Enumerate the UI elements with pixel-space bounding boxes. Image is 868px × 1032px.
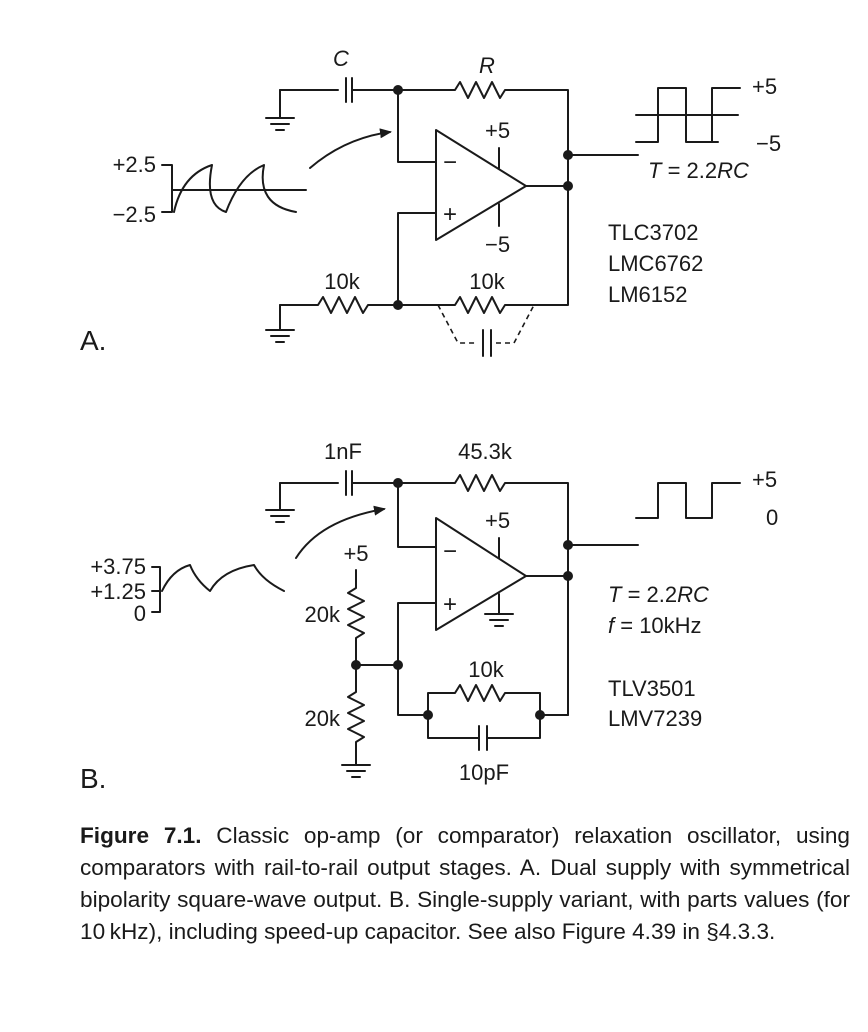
output-low-label: −5 bbox=[756, 131, 781, 156]
caption-text: Classic op-amp (or comparator) relaxatio… bbox=[80, 823, 850, 944]
period-formula: T = 2.2RC bbox=[608, 582, 709, 607]
noninverting-input-wire bbox=[355, 602, 437, 716]
r-div-top-label: 20k bbox=[305, 602, 341, 627]
output-wire bbox=[525, 154, 639, 187]
junction-dot bbox=[563, 571, 573, 581]
part-number: LM6152 bbox=[608, 282, 688, 307]
schematic-figure: A. C R − + +5 −5 10k 10k bbox=[80, 46, 781, 794]
c-speedup-label: 10pF bbox=[459, 760, 509, 785]
panel-a-letter: A. bbox=[80, 325, 106, 356]
r-div-bot-label: 20k bbox=[305, 706, 341, 731]
optional-capacitor-wiring bbox=[437, 304, 535, 344]
panel-b: B. 1nF 45.3k − + +5 +5 20k 20k bbox=[80, 439, 778, 794]
input-mid-label: +1.25 bbox=[90, 579, 146, 604]
panel-b-letter: B. bbox=[80, 763, 106, 794]
plus-sign: + bbox=[443, 591, 457, 618]
junction-dot bbox=[563, 150, 573, 160]
square-waveform bbox=[635, 482, 741, 519]
ground-symbol bbox=[265, 482, 295, 523]
junction-dot bbox=[563, 540, 573, 550]
output-high-label: +5 bbox=[752, 467, 777, 492]
inverting-input-wire bbox=[397, 482, 437, 548]
sawtooth-waveform bbox=[151, 564, 285, 613]
r-bottom-right-label: 10k bbox=[469, 269, 505, 294]
input-high-label: +2.5 bbox=[113, 152, 156, 177]
capacitor-c bbox=[279, 77, 399, 103]
supply-neg-label: −5 bbox=[485, 232, 510, 257]
ground-symbol bbox=[484, 593, 514, 627]
square-waveform bbox=[635, 87, 741, 143]
comparator-triangle bbox=[435, 129, 527, 241]
output-wire bbox=[525, 544, 639, 577]
ground-symbol bbox=[341, 764, 371, 778]
caption-label: Figure 7.1. bbox=[80, 823, 202, 848]
part-number: LMV7239 bbox=[608, 706, 702, 731]
input-low-label: −2.5 bbox=[113, 202, 156, 227]
r-bottom-left-label: 10k bbox=[324, 269, 360, 294]
r-feedback-label: 10k bbox=[468, 657, 504, 682]
cap-label: 1nF bbox=[324, 439, 362, 464]
triangle-waveform bbox=[161, 164, 307, 213]
resistor-10k-bottom-right bbox=[397, 185, 569, 314]
plus-sign: + bbox=[443, 201, 457, 228]
junction-dot bbox=[393, 660, 403, 670]
resistor-45k3 bbox=[397, 474, 569, 716]
supply-pos-label: +5 bbox=[485, 118, 510, 143]
ground-symbol bbox=[265, 304, 295, 343]
res-label: 45.3k bbox=[458, 439, 513, 464]
capacitor-1nf bbox=[279, 470, 399, 496]
figure-caption: Figure 7.1. Classic op-amp (or comparato… bbox=[80, 820, 850, 948]
panel-a: A. C R − + +5 −5 10k 10k bbox=[80, 46, 781, 357]
divider-supply-label: +5 bbox=[343, 541, 368, 566]
comparator-triangle bbox=[435, 517, 527, 631]
minus-sign: − bbox=[443, 149, 457, 176]
input-low-label: 0 bbox=[134, 601, 146, 626]
part-number: TLC3702 bbox=[608, 220, 699, 245]
part-number: TLV3501 bbox=[608, 676, 696, 701]
pointer-arrow bbox=[295, 505, 386, 559]
capacitor-10pf bbox=[427, 714, 541, 751]
noninverting-input-wire bbox=[397, 212, 437, 306]
inverting-input-wire bbox=[397, 89, 437, 163]
pointer-arrow bbox=[309, 128, 392, 169]
optional-capacitor bbox=[482, 329, 492, 357]
minus-sign: − bbox=[443, 538, 457, 565]
cap-c-label: C bbox=[333, 46, 349, 71]
output-high-label: +5 bbox=[752, 74, 777, 99]
supply-pos-label: +5 bbox=[485, 508, 510, 533]
resistor-20k-top bbox=[347, 569, 365, 666]
period-formula: T = 2.2RC bbox=[648, 158, 749, 183]
frequency-formula: f = 10kHz bbox=[608, 613, 702, 638]
resistor-20k-bottom bbox=[347, 664, 365, 766]
part-number: LMC6762 bbox=[608, 251, 703, 276]
input-high-label: +3.75 bbox=[90, 554, 146, 579]
resistor-10k-bottom-left bbox=[279, 296, 399, 314]
resistor-10k-feedback bbox=[427, 684, 541, 716]
output-low-label: 0 bbox=[766, 505, 778, 530]
res-r-label: R bbox=[479, 53, 495, 78]
resistor-r bbox=[397, 81, 569, 187]
ground-symbol bbox=[265, 89, 295, 131]
